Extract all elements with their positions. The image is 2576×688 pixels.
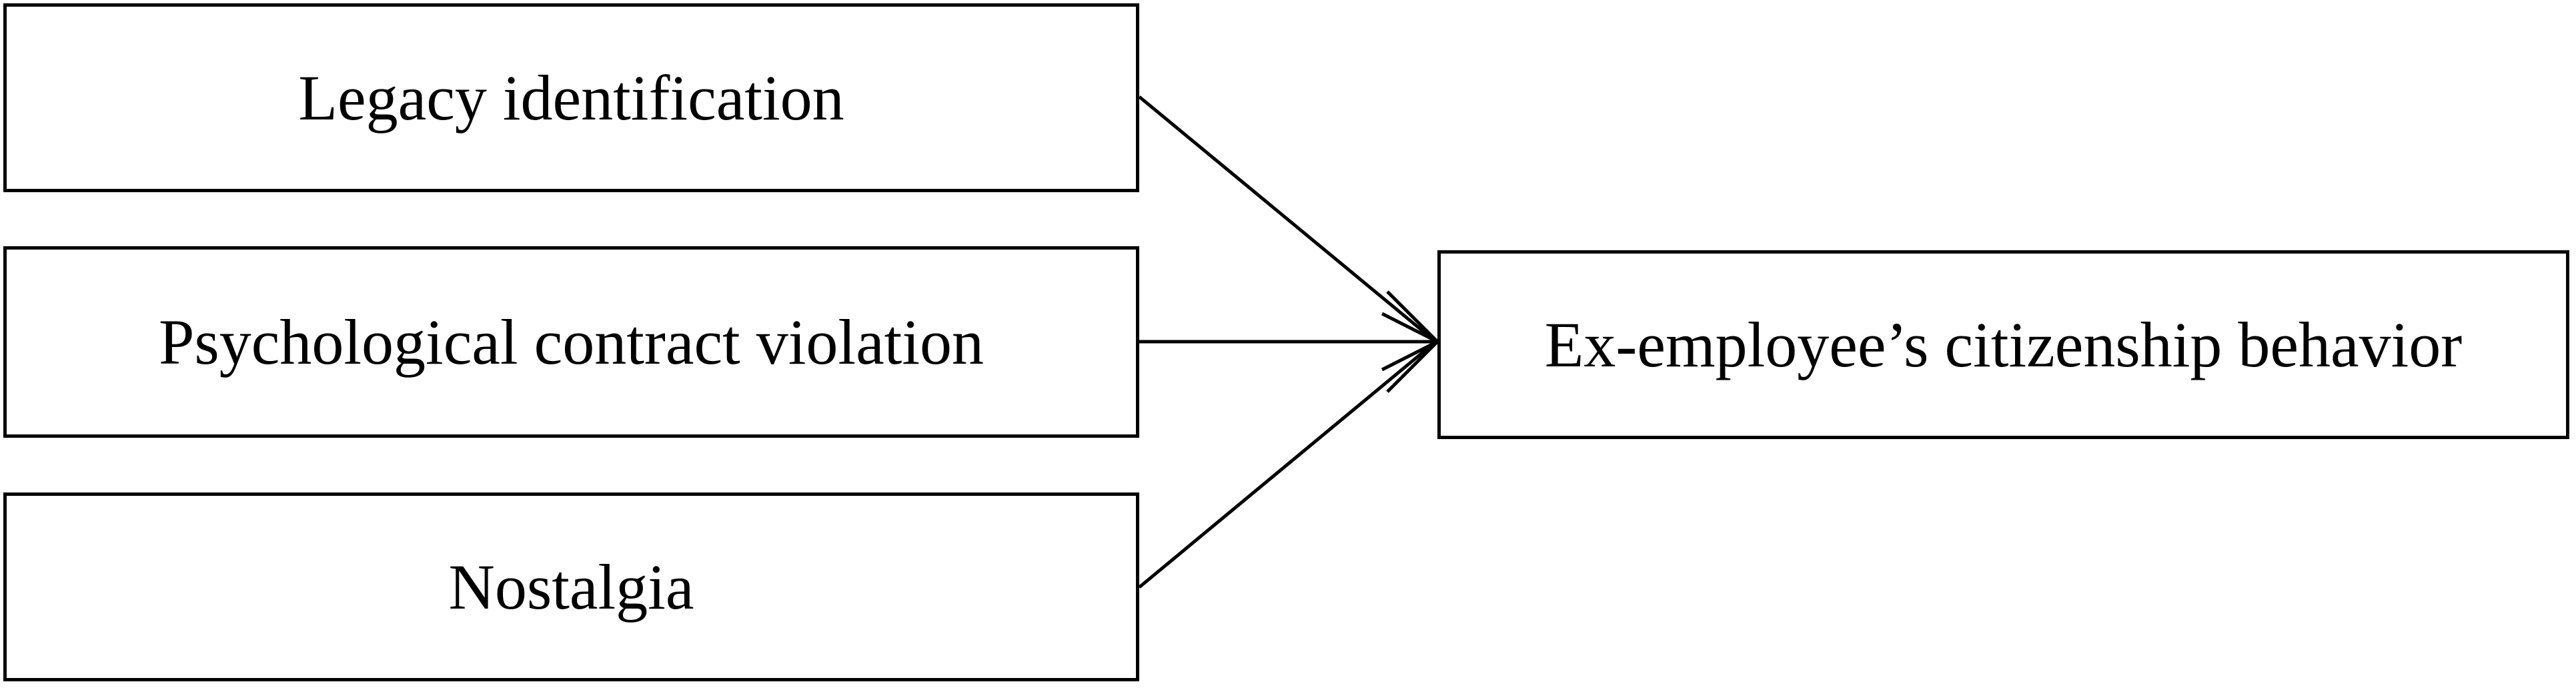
edge-nostalgia-to-outcome: [1138, 342, 1435, 589]
node-legacy-identification: Legacy identification: [3, 3, 1139, 192]
arrowhead-icon: [1381, 290, 1439, 393]
node-label: Nostalgia: [448, 551, 694, 623]
node-psychological-contract-violation: Psychological contract violation: [3, 246, 1139, 438]
node-nostalgia: Nostalgia: [3, 492, 1139, 681]
node-label: Legacy identification: [298, 61, 844, 133]
node-label: Ex-employee’s citizenship behavior: [1544, 308, 2463, 380]
node-ex-employee-citizenship-behavior: Ex-employee’s citizenship behavior: [1437, 250, 2569, 439]
edge-legacy-to-outcome: [1138, 95, 1435, 342]
node-label: Psychological contract violation: [158, 306, 985, 378]
